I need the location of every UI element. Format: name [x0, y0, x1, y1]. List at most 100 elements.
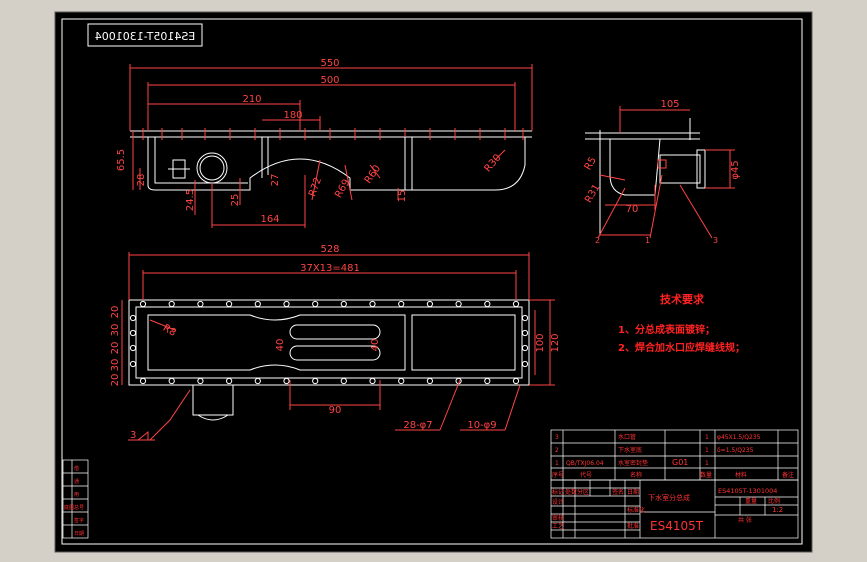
mark-label-2: 处数: [565, 488, 577, 496]
bolt-hole: [129, 329, 137, 337]
sheet-label: 共 张: [738, 516, 752, 524]
bom-row-3-qty: 1: [705, 460, 709, 467]
plan-view-dimlines: [121, 252, 555, 441]
bom-header-remark: 备注: [782, 471, 794, 479]
dim-210: 210: [242, 94, 261, 105]
side-block-2: 通: [74, 478, 79, 485]
bolt-hole: [369, 377, 376, 385]
side-block-1: 借: [74, 465, 79, 472]
bolt-hole: [455, 300, 462, 308]
dim-120: 120: [550, 333, 561, 352]
bolt-hole: [512, 377, 520, 385]
dim-70: 70: [626, 204, 639, 215]
mirrored-code-text: ES4105T-1301004: [95, 30, 196, 43]
bolt-hole: [398, 377, 405, 385]
bolt-hole: [197, 377, 204, 385]
bom-row-3-code: QB/TXJ06.04: [566, 460, 604, 467]
note-item-1: 1、分总成表面镀锌；: [618, 323, 715, 336]
bom-header-material: 材料: [735, 471, 747, 479]
drawing-sheet: [54, 11, 813, 553]
dim-40a: 40: [275, 339, 286, 352]
bolt-hole: [312, 377, 319, 385]
role-standard: 标准化: [627, 506, 645, 514]
bom-row-2-qty: 1: [705, 447, 709, 454]
bolt-hole: [129, 344, 137, 352]
bolt-hole: [197, 300, 204, 308]
dim-pitch: 37X13=481: [300, 263, 360, 274]
dim-phi45: φ45: [730, 160, 741, 179]
role-approve: 批准: [627, 522, 639, 530]
drawing-border: [61, 18, 803, 545]
side-block-5: 签字: [74, 517, 84, 524]
bom-header-qty: 数量: [700, 471, 712, 479]
bolt-hole: [254, 300, 261, 308]
bom-row-1-material: φ45X1.5/Q235: [717, 434, 761, 441]
dim-25: 25: [230, 194, 241, 207]
side-block-text: 借 通 用 底图总号 签字 日期: [64, 465, 84, 537]
dim-65-5: 65.5: [116, 149, 127, 171]
dim-28: 28: [136, 174, 147, 187]
dim-15: 15: [397, 190, 408, 203]
bom-text: 3 水口管 1 φ45X1.5/Q235 2 下水室底 1 δ=1.5/Q235…: [552, 433, 794, 479]
front-view: [129, 64, 533, 228]
bolt-hole: [426, 377, 433, 385]
notes-title: 技术要求: [660, 292, 705, 306]
bolt-hole: [521, 329, 529, 337]
dim-20c: 20: [110, 374, 121, 387]
bolt-hole: [340, 377, 347, 385]
balloon-2: 2: [595, 236, 600, 245]
side-block-6: 日期: [74, 531, 84, 537]
plan-view: [128, 299, 530, 421]
dim-40b: 40: [370, 339, 381, 352]
bom-row-2-no: 2: [555, 447, 559, 454]
scale-value: 1:2: [772, 506, 783, 514]
weld-symbol: 3: [130, 430, 136, 441]
bom-row-1-no: 3: [555, 434, 559, 441]
bolt-hole: [254, 377, 261, 385]
bolt-hole: [312, 300, 319, 308]
title-block: [550, 479, 799, 539]
dim-24-5: 24.5: [185, 189, 196, 211]
bolt-hole: [521, 360, 529, 368]
bom-header-no: 序号: [552, 471, 564, 479]
role-process: 工艺: [552, 522, 564, 530]
dim-100: 100: [535, 333, 546, 352]
technical-notes: 技术要求 1、分总成表面镀锌； 2、焊合加水口应焊缝线规；: [618, 292, 745, 354]
bolt-hole: [521, 344, 529, 352]
bolt-hole: [168, 300, 175, 308]
dim-550: 550: [320, 58, 339, 69]
bom-row-2-material: δ=1.5/Q235: [717, 447, 754, 454]
bolt-hole: [484, 300, 491, 308]
mark-label-3: 分区: [577, 488, 589, 496]
bom-header-code: 代号: [580, 471, 592, 479]
dim-90: 90: [329, 405, 342, 416]
qty-label: 重量: [745, 497, 757, 505]
mark-label-6: 日期: [627, 488, 639, 496]
dim-105: 105: [660, 99, 679, 110]
bolt-hole: [168, 377, 175, 385]
bom-row-1-name: 水口管: [618, 433, 636, 441]
bolt-hole: [226, 377, 233, 385]
bom-row-1-qty: 1: [705, 434, 709, 441]
dim-holes-10: 10-φ9: [467, 420, 496, 431]
dim-20b: 20: [110, 342, 121, 355]
drawing-number: ES4105T-1301004: [718, 487, 777, 495]
bolt-hole: [484, 377, 491, 385]
bolt-hole: [369, 300, 376, 308]
dim-30a: 30: [110, 324, 121, 337]
bolt-hole: [398, 300, 405, 308]
dim-164: 164: [260, 214, 279, 225]
balloon-3: 3: [713, 236, 718, 245]
model-label: ES4105T: [650, 519, 704, 533]
bolt-hole: [426, 300, 433, 308]
mark-label-5: 签名: [612, 488, 624, 496]
plan-view-holes: [129, 300, 529, 385]
bolt-hole: [521, 314, 529, 322]
bom-row-3-name: 水室密封垫: [618, 459, 648, 467]
bom-header-name: 名称: [630, 471, 642, 479]
front-view-dims: 550 500 210 180 65.5 28 24.5 25 27 164 1…: [116, 58, 504, 225]
part-name: 下水室分总成: [648, 493, 690, 502]
bolt-hole: [129, 314, 137, 322]
balloon-1: 1: [645, 236, 650, 245]
